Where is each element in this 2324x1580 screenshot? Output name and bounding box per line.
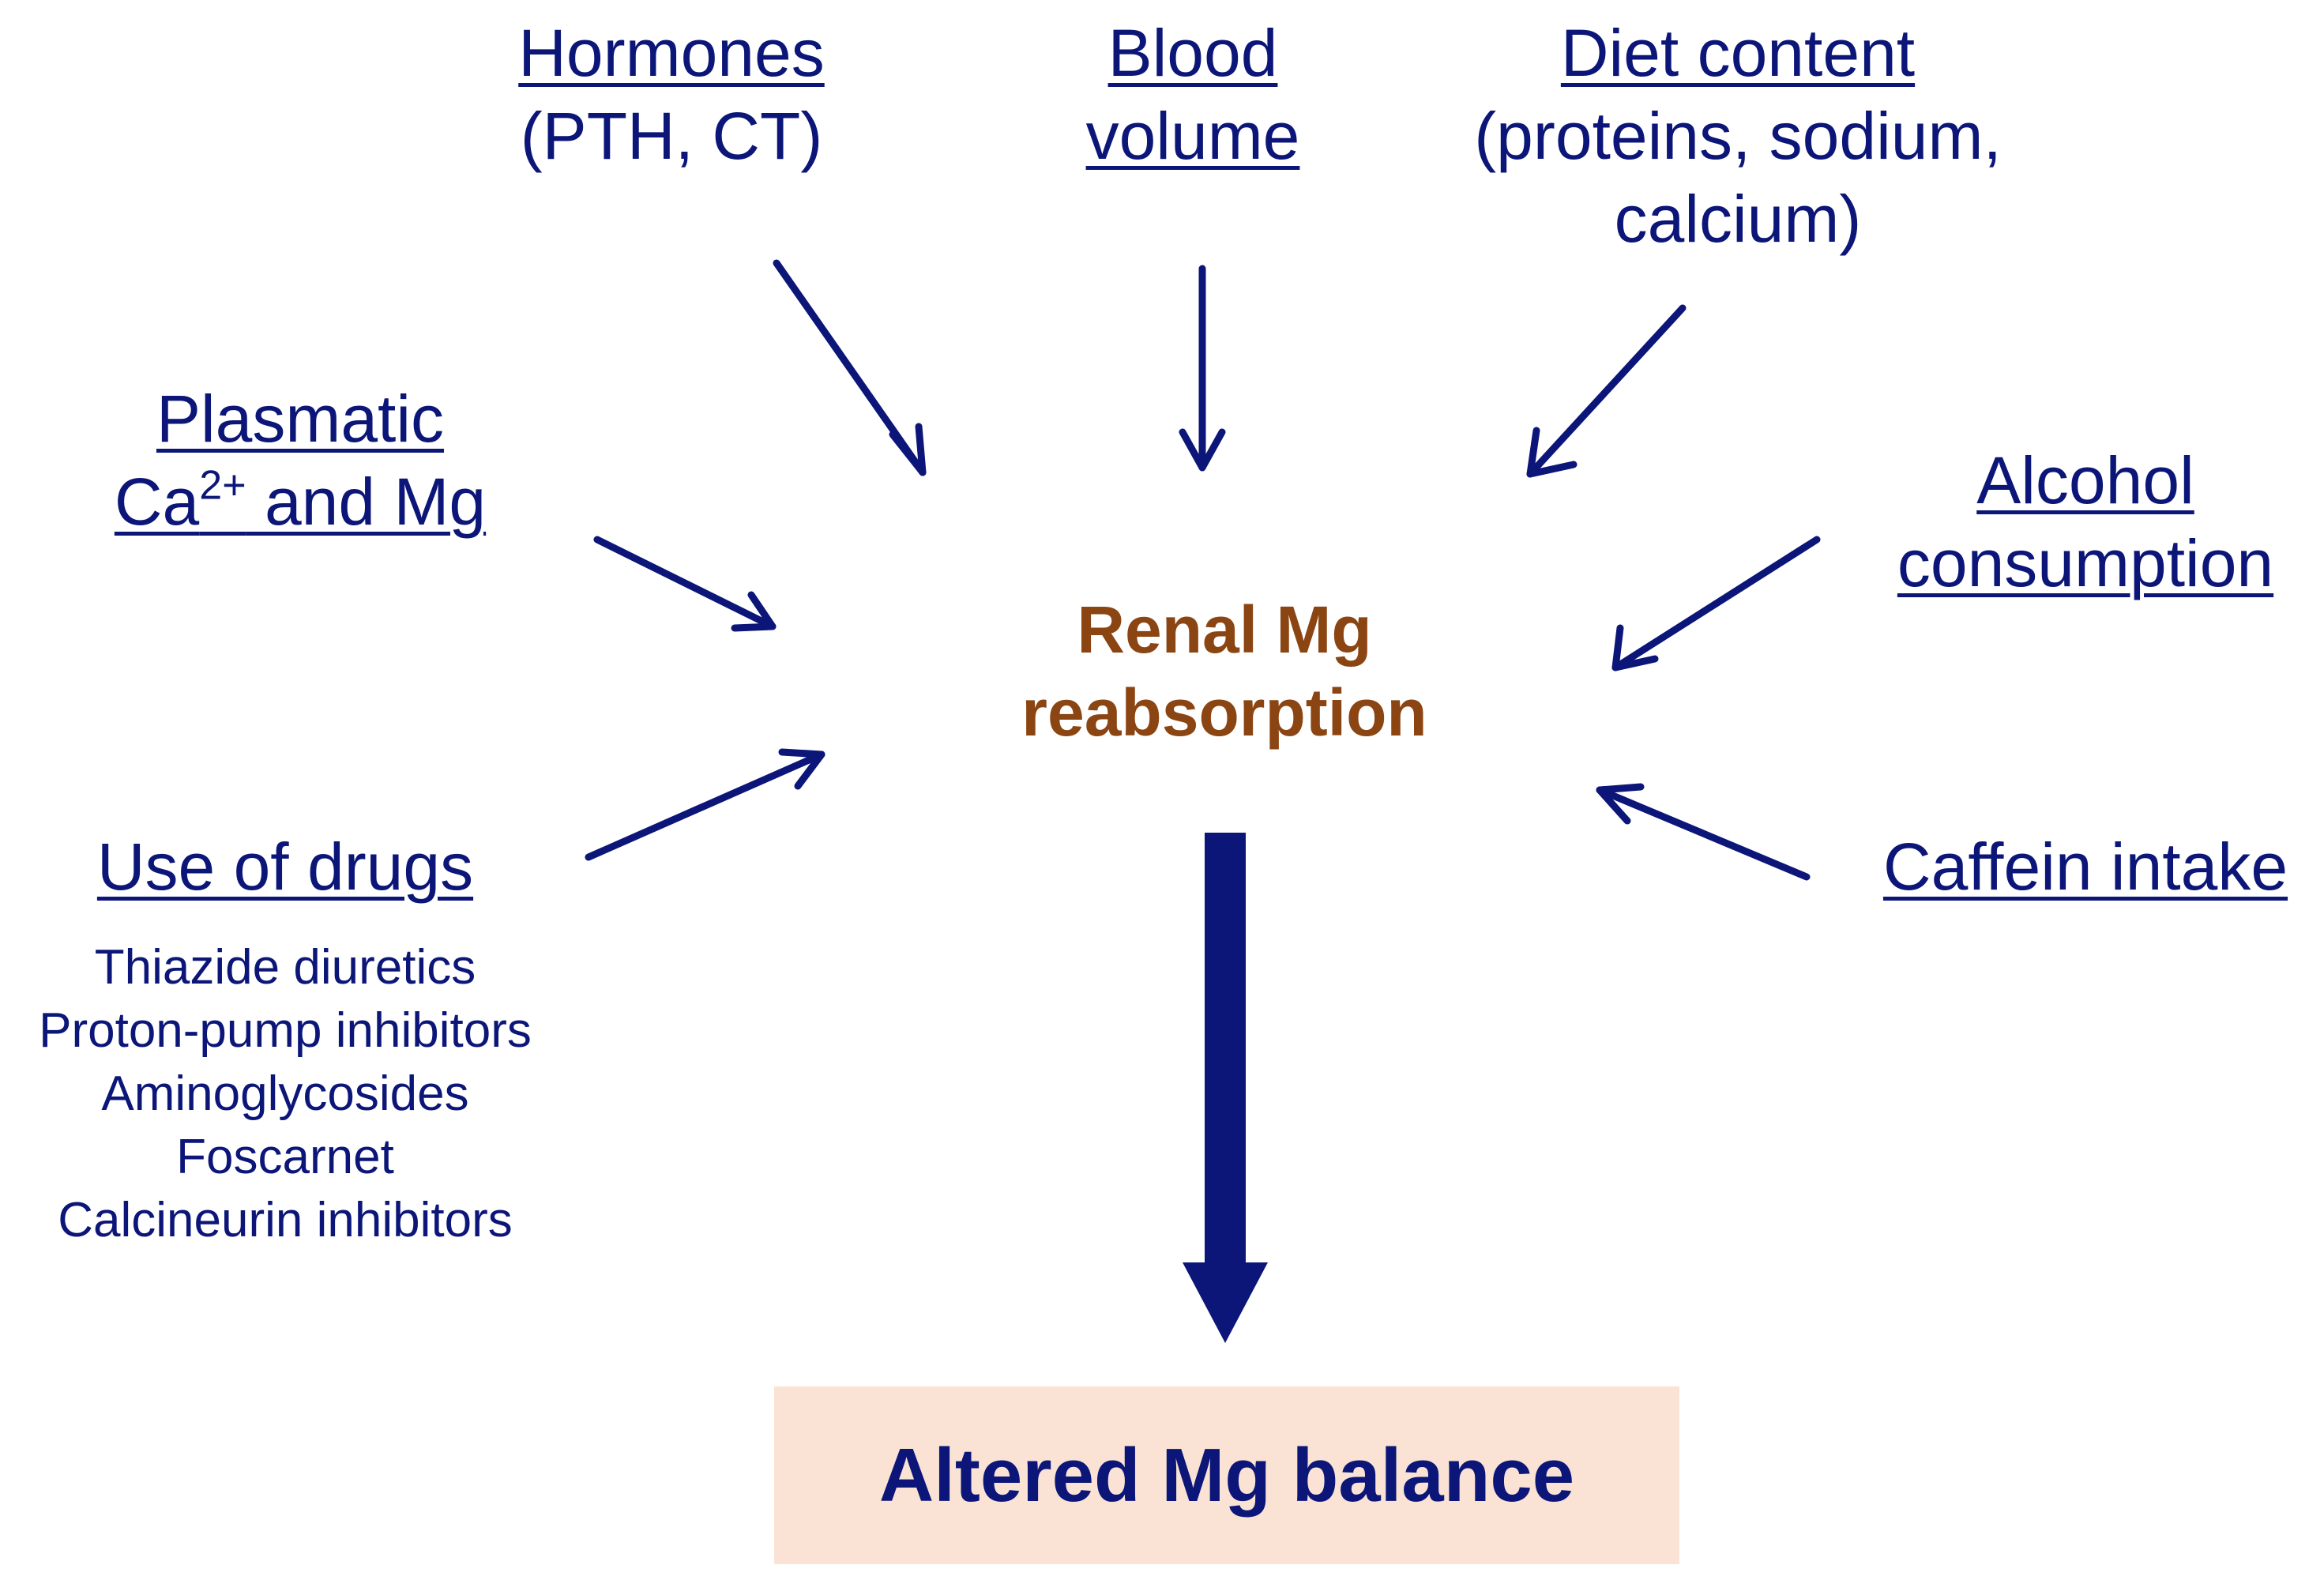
arrow-blood-volume — [1179, 265, 1226, 472]
factor-alcohol-line2: consumption — [1897, 526, 2274, 600]
arrow-alcohol — [1611, 536, 1821, 672]
factor-blood-volume-line1: Blood — [1107, 16, 1278, 90]
factor-diet: Diet content (proteins, sodium, calcium) — [1406, 12, 2070, 261]
arrow-drugs — [585, 748, 825, 861]
drug-list: Thiazide diuretics Proton-pump inhibitor… — [0, 936, 570, 1252]
factor-alcohol: Alcohol consumption — [1848, 439, 2322, 605]
drug-item: Calcineurin inhibitors — [58, 1193, 513, 1247]
drug-item: Foscarnet — [176, 1130, 394, 1184]
main-arrow — [1183, 833, 1268, 1343]
factor-plasmatic: Plasmatic Ca2+ and Mg — [47, 378, 553, 544]
factor-drugs: Use of drugs — [0, 826, 570, 908]
factor-blood-volume: Blood volume — [1035, 12, 1351, 178]
factor-plasmatic-ca: Ca — [114, 465, 200, 539]
result-label: Altered Mg balance — [878, 1432, 1575, 1518]
arrow-plasmatic — [593, 536, 777, 632]
arrow-hormones — [773, 259, 927, 476]
factor-caffeine: Caffein intake — [1848, 826, 2322, 908]
factor-hormones: Hormones (PTH, CT) — [462, 12, 881, 178]
arrow-caffeine — [1596, 783, 1811, 881]
factor-diet-detail-1: (proteins, sodium, — [1474, 99, 2002, 173]
arrow-diet — [1526, 304, 1687, 478]
drug-item: Aminoglycosides — [101, 1066, 469, 1121]
factor-diet-detail-2: calcium) — [1614, 182, 1862, 256]
factor-blood-volume-line2: volume — [1085, 99, 1300, 173]
factor-plasmatic-line1: Plasmatic — [156, 382, 445, 456]
factor-plasmatic-line2: Ca2+ and Mg — [47, 461, 553, 544]
factor-diet-title: Diet content — [1560, 16, 1916, 90]
factor-plasmatic-charge: 2+ — [199, 462, 246, 509]
drug-item: Thiazide diuretics — [94, 940, 476, 995]
factor-hormones-detail: (PTH, CT) — [520, 99, 823, 173]
center-line-1: Renal Mg — [1077, 592, 1372, 667]
drug-item: Proton-pump inhibitors — [39, 1003, 532, 1058]
result-box: Altered Mg balance — [774, 1386, 1679, 1564]
factor-drugs-title: Use of drugs — [96, 830, 474, 904]
factor-plasmatic-rest: and Mg — [246, 465, 487, 539]
center-node: Renal Mg reabsorption — [908, 589, 1540, 754]
factor-hormones-title: Hormones — [518, 16, 825, 90]
factor-caffeine-title: Caffein intake — [1882, 830, 2288, 904]
center-line-2: reabsorption — [1021, 675, 1427, 750]
factor-alcohol-line1: Alcohol — [1976, 443, 2194, 517]
